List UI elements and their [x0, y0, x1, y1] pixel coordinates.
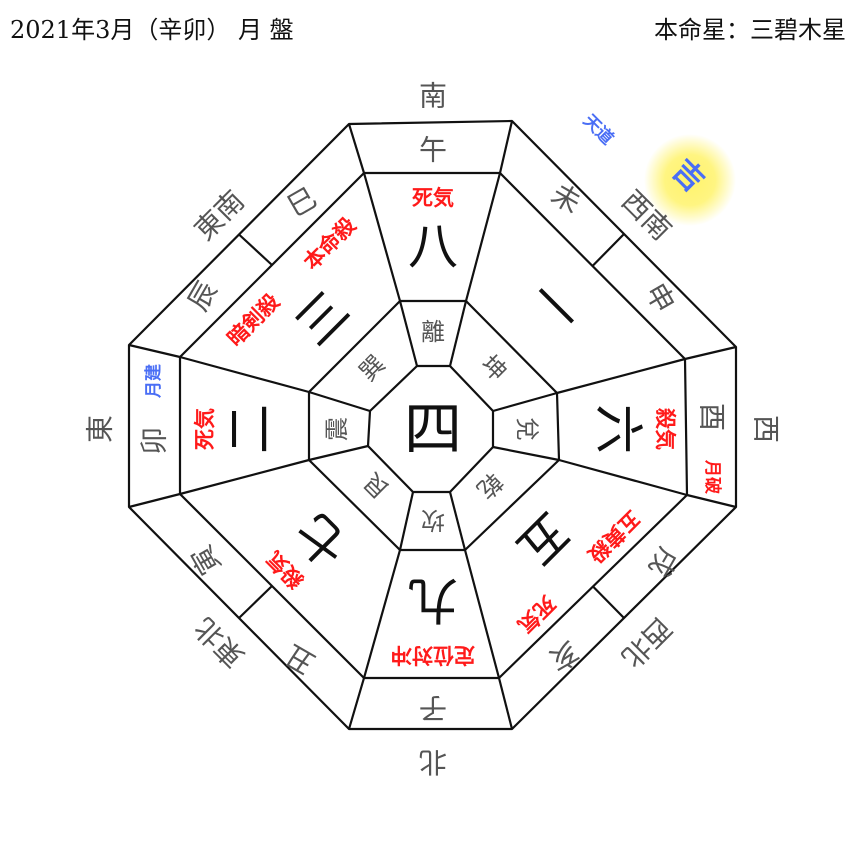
- fortune-note: 本命殺: [299, 212, 361, 274]
- trigram-label: 離: [421, 318, 445, 346]
- zodiac-label: 酉: [696, 403, 729, 431]
- star-number: 五: [505, 501, 581, 577]
- sector-divider: [556, 357, 686, 395]
- star-number: 六: [589, 404, 647, 454]
- trigram-label: 震: [323, 417, 351, 441]
- auspicious-glow: [644, 134, 736, 226]
- sector-divider: [463, 549, 501, 679]
- zodiac-label: 巳: [282, 181, 323, 224]
- zodiac-label: 戌: [642, 542, 685, 583]
- trigram-label: 兌: [513, 417, 541, 441]
- sector-divider: [448, 300, 468, 367]
- sector-divider: [498, 120, 514, 174]
- direction-label: 西: [750, 415, 783, 443]
- direction-label: 東: [84, 415, 117, 443]
- zodiac-label: 午: [419, 134, 447, 167]
- star-number: 三: [285, 281, 361, 357]
- fortune-note: 死気: [193, 408, 217, 450]
- sector-divider: [398, 300, 419, 367]
- sector-divider: [686, 493, 737, 509]
- center-star: 四: [404, 395, 462, 463]
- direction-label: 南: [419, 80, 447, 113]
- trigram-label: 坎: [421, 506, 445, 534]
- fortune-note: 死気: [412, 186, 454, 210]
- sector-divider: [448, 491, 467, 551]
- sector-divider: [492, 391, 558, 413]
- fortune-note: 殺気: [653, 407, 677, 450]
- fortune-note: 暗剣殺: [223, 289, 285, 351]
- sector-divider: [128, 492, 181, 509]
- chart-title: 2021年3月（辛卯） 月 盤: [10, 16, 294, 44]
- zodiac-label: 卯: [138, 427, 171, 455]
- zodiac-divider: [591, 233, 625, 267]
- octagon-grid: [127, 119, 738, 731]
- sector-divider: [308, 390, 371, 413]
- fortune-note: 定位対冲: [391, 643, 475, 667]
- gekken-label: 月建: [143, 364, 164, 399]
- zodiac-label: 丑: [280, 638, 321, 681]
- star-number: 二: [221, 404, 279, 454]
- honmeisei-label: 本命星：三碧木星: [654, 16, 846, 44]
- sector-divider: [684, 345, 737, 361]
- trigram-label: 艮: [358, 467, 395, 504]
- sector-divider: [347, 677, 366, 730]
- sector-divider: [362, 172, 402, 302]
- board-labels: 南午八離死気西南未申一坤西酉月破六兌殺気西北戌亥五乾五黄殺死気北子九坎定位対冲東…: [84, 80, 783, 779]
- direction-label: 西北: [615, 611, 678, 674]
- sector-divider: [179, 458, 310, 496]
- zodiac-label: 寅: [185, 540, 228, 581]
- tendo-label: 天道: [579, 110, 618, 149]
- zodiac-label: 辰: [181, 276, 224, 317]
- sector-divider: [464, 172, 502, 302]
- sector-divider: [362, 549, 402, 679]
- sector-divider: [492, 445, 560, 462]
- sector-divider: [308, 444, 369, 462]
- zodiac-label: 子: [419, 692, 447, 725]
- fortune-note: 死気: [513, 591, 560, 638]
- sector-divider: [179, 355, 310, 394]
- star-number: 一: [516, 269, 592, 345]
- star-number: 八: [408, 218, 458, 276]
- trigram-label: 乾: [471, 467, 508, 504]
- sector-divider: [128, 343, 181, 359]
- star-number: 九: [408, 571, 458, 629]
- direction-label: 北: [419, 746, 447, 779]
- sector-divider: [347, 123, 366, 174]
- trigram-label: 坤: [475, 350, 512, 387]
- sector-divider: [558, 458, 688, 497]
- sector-divider: [497, 677, 514, 730]
- zodiac-label: 未: [546, 177, 587, 220]
- zodiac-label: 亥: [544, 635, 585, 678]
- zodiac-divider: [238, 585, 273, 619]
- sector-divider: [398, 491, 415, 551]
- fortune-note: 五黄殺: [583, 506, 645, 568]
- zodiac-divider: [238, 233, 273, 266]
- zodiac-divider: [592, 585, 625, 619]
- trigram-label: 巽: [354, 350, 391, 387]
- getsuha-label: 月破: [702, 459, 723, 494]
